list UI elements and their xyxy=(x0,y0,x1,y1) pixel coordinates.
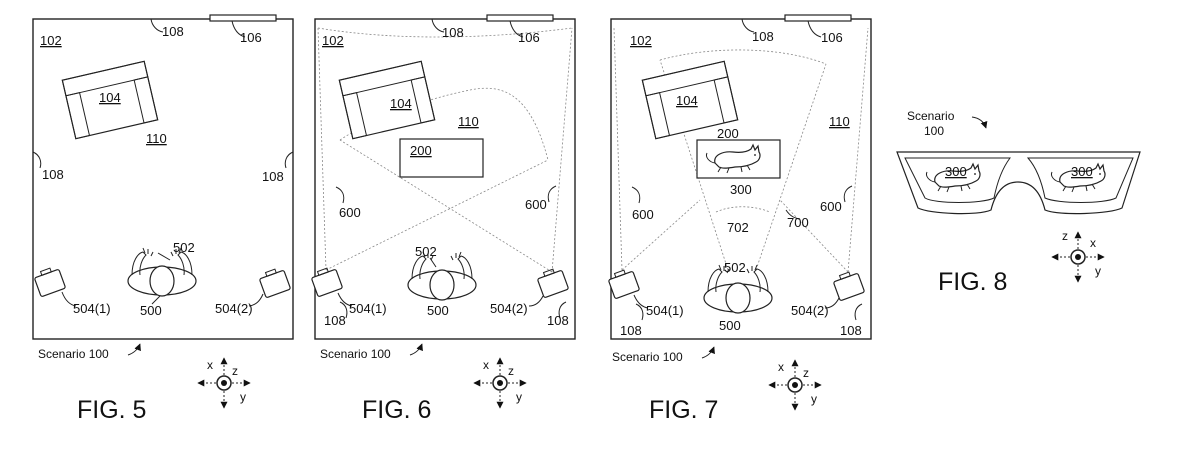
sensor-left xyxy=(606,266,641,300)
label-wall-top: 108 xyxy=(442,25,464,40)
label-window: 106 xyxy=(240,30,262,45)
label-view-700: 700 xyxy=(787,215,809,230)
axis-label-z: z xyxy=(803,366,809,380)
label-user: 500 xyxy=(719,318,741,333)
label-field-right: 600 xyxy=(820,199,842,214)
axis-label-z: z xyxy=(1062,229,1068,243)
label-cat-left: 300 xyxy=(945,164,967,179)
scenario-label-line1: Scenario xyxy=(907,109,955,123)
label-user: 500 xyxy=(140,303,162,318)
label-window: 106 xyxy=(821,30,843,45)
label-cat-right: 300 xyxy=(1071,164,1093,179)
window xyxy=(486,14,554,22)
label-user: 500 xyxy=(427,303,449,318)
label-floor: 110 xyxy=(146,131,167,146)
axis-label-x: x xyxy=(483,358,489,372)
room-outline xyxy=(610,18,872,340)
window xyxy=(784,14,852,22)
label-hmd: 502 xyxy=(173,240,195,255)
room-outline xyxy=(32,18,294,340)
axis-label-y: y xyxy=(240,390,246,404)
label-hmd: 502 xyxy=(724,260,746,275)
label-field-left: 600 xyxy=(339,205,361,220)
figure-7: 102 104 106 108 110 200 300 600 600 700 … xyxy=(606,14,872,424)
axis-label-x: x xyxy=(778,360,784,374)
label-floor: 110 xyxy=(829,114,850,129)
label-cat: 300 xyxy=(730,182,752,197)
figure-caption: FIG. 8 xyxy=(938,268,1007,296)
label-sensor-right: 504(2) xyxy=(791,303,829,318)
couch xyxy=(338,60,436,140)
figure-8: Scenario 100 502 300 300 FIG. 8 z x y xyxy=(896,109,1141,296)
axis-label-x: x xyxy=(1090,236,1096,250)
axis-label-x: x xyxy=(207,358,213,372)
label-near-702: 702 xyxy=(727,220,749,235)
label-hmd: 502 xyxy=(415,244,437,259)
label-object: 200 xyxy=(410,143,432,158)
label-window: 106 xyxy=(518,30,540,45)
scenario-label: Scenario 100 xyxy=(612,350,683,364)
lens-right xyxy=(1026,157,1134,203)
label-object: 200 xyxy=(717,126,739,141)
scenario-label-line2: 100 xyxy=(924,124,944,138)
label-wall-top: 108 xyxy=(162,24,184,39)
label-room: 102 xyxy=(40,33,62,48)
label-couch: 104 xyxy=(676,93,698,108)
room-outline xyxy=(314,18,576,340)
label-wall-bottom-left: 108 xyxy=(620,323,642,338)
label-room: 102 xyxy=(630,33,652,48)
label-wall-left: 108 xyxy=(42,167,64,182)
label-field-left: 600 xyxy=(632,207,654,222)
label-wall-bottom-left: 108 xyxy=(324,313,346,328)
figure-caption: FIG. 5 xyxy=(77,396,146,424)
figure-5: 102 104 106 108 108 108 110 502 500 504(… xyxy=(32,14,294,424)
label-floor: 110 xyxy=(458,114,479,129)
label-sensor-left: 504(1) xyxy=(73,301,111,316)
label-field-right: 600 xyxy=(525,197,547,212)
hmd-glasses xyxy=(896,151,1141,215)
figure-caption: FIG. 7 xyxy=(649,396,718,424)
label-wall-top: 108 xyxy=(752,29,774,44)
scenario-label: Scenario 100 xyxy=(38,347,109,361)
scenario-label: Scenario 100 xyxy=(320,347,391,361)
axis-label-y: y xyxy=(1095,264,1101,278)
label-room: 102 xyxy=(322,33,344,48)
figure-6: 102 104 106 108 110 200 600 600 502 500 … xyxy=(309,14,576,424)
label-wall-right: 108 xyxy=(262,169,284,184)
window xyxy=(209,14,277,22)
label-wall-bottom-right: 108 xyxy=(547,313,569,328)
sensor-right xyxy=(257,265,292,299)
axis-label-y: y xyxy=(811,392,817,406)
label-wall-bottom-right: 108 xyxy=(840,323,862,338)
label-sensor-left: 504(1) xyxy=(349,301,387,316)
lens-left xyxy=(904,157,1011,203)
axis-label-y: y xyxy=(516,390,522,404)
axis-label-z: z xyxy=(508,364,514,378)
label-couch: 104 xyxy=(99,90,121,105)
label-sensor-right: 504(2) xyxy=(490,301,528,316)
sensor-right xyxy=(831,268,866,302)
label-sensor-right: 504(2) xyxy=(215,301,253,316)
user xyxy=(407,251,477,301)
virtual-object-200 xyxy=(399,138,484,178)
label-couch: 104 xyxy=(390,96,412,111)
axis-label-z: z xyxy=(232,364,238,378)
figure-caption: FIG. 6 xyxy=(362,396,431,424)
label-sensor-left: 504(1) xyxy=(646,303,684,318)
sensor-left xyxy=(32,264,67,298)
